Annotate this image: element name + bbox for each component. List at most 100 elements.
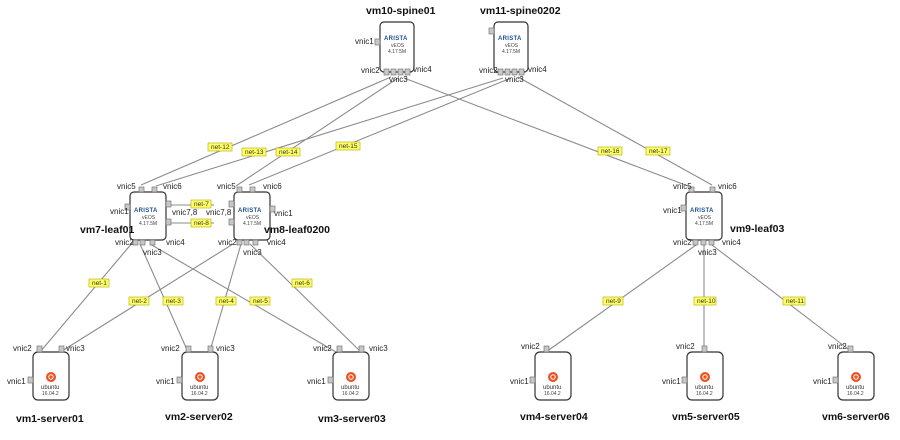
net-label-text: net-3 [166, 298, 181, 305]
nic-label: vnic3 [389, 75, 408, 84]
switch-spine01[interactable]: vm10-spine01 ARISTA vEOS 4.17.5M vnic1 v… [355, 5, 436, 84]
server-server03[interactable]: ubuntu 16.04.2 vnic1 vnic2 vnic3 vm3-ser… [307, 344, 388, 425]
server-server06[interactable]: ubuntu 16.04.2 vnic1 vnic2 vm6-server06 [813, 342, 890, 423]
net-label[interactable]: net-6 [291, 278, 313, 288]
net-label[interactable]: net-7 [190, 199, 212, 209]
device-name: vm8-leaf0200 [264, 224, 330, 236]
net-label[interactable]: net-17 [645, 146, 671, 156]
net-label[interactable]: net-2 [128, 296, 150, 306]
device-name: vm4-server04 [520, 411, 588, 423]
nic-label: vnic3 [369, 344, 388, 353]
version-label: 16.04.2 [847, 391, 864, 397]
version-label: 4.17.5M [388, 49, 406, 55]
ubuntu-label: ubuntu [695, 385, 713, 391]
net-label[interactable]: net-16 [597, 146, 623, 156]
nic-label: vnic2 [673, 238, 692, 247]
link-spine01-leaf03 [403, 77, 689, 187]
version-label: 16.04.2 [42, 391, 59, 397]
nic-label: vnic4 [528, 65, 547, 74]
arista-logo: ARISTA [384, 36, 408, 42]
server-server05[interactable]: ubuntu 16.04.2 vnic1 vnic2 vm5-server05 [662, 342, 740, 423]
net-label[interactable]: net-9 [602, 296, 624, 306]
net-label-text: net-14 [279, 149, 298, 156]
link-spine02-leaf03 [517, 76, 713, 186]
net-label[interactable]: net-4 [215, 296, 237, 306]
net-label[interactable]: net-14 [275, 147, 301, 157]
ubuntu-label: ubuntu [341, 385, 359, 391]
arista-logo: ARISTA [690, 208, 714, 214]
version-label: 16.04.2 [342, 391, 359, 397]
net-label[interactable]: net-1 [88, 278, 110, 288]
arista-logo: ARISTA [134, 208, 158, 214]
net-label-text: net-17 [649, 148, 668, 155]
nic-label: vnic7,8 [172, 208, 198, 217]
ubuntu-logo-icon [851, 372, 861, 382]
switch-spine02[interactable]: vm11-spine0202 ARISTA vEOS 4.17.5M vnic2… [479, 5, 561, 84]
nic-label: vnic1 [110, 207, 129, 216]
version-label: 16.04.2 [544, 391, 561, 397]
nic-label: vnic5 [117, 182, 136, 191]
net-label[interactable]: net-12 [207, 142, 233, 152]
device-name: vm3-server03 [318, 413, 386, 425]
ubuntu-logo-icon [195, 372, 205, 382]
arista-logo: ARISTA [498, 36, 522, 42]
nic-label: vnic1 [7, 377, 26, 386]
version-label: 4.17.5M [695, 221, 713, 227]
nic-label: vnic2 [521, 342, 540, 351]
ubuntu-logo-icon [548, 372, 558, 382]
ubuntu-logo-icon [46, 372, 56, 382]
nic-label: vnic2 [161, 344, 180, 353]
os-label: vEOS [698, 215, 712, 221]
nic-label: vnic2 [13, 344, 32, 353]
net-label-text: net-2 [132, 298, 147, 305]
link-leaf01-server01 [39, 241, 134, 353]
server-server02[interactable]: ubuntu 16.04.2 vnic1 vnic2 vnic3 vm2-ser… [156, 344, 235, 423]
nic-label: vnic4 [413, 65, 432, 74]
net-label[interactable]: net-11 [782, 296, 806, 306]
net-label[interactable]: net-13 [241, 147, 267, 157]
os-label: vEOS [391, 43, 405, 49]
net-label[interactable]: net-8 [190, 218, 212, 228]
os-label: vEOS [246, 215, 260, 221]
version-label: 4.17.5M [502, 49, 520, 55]
nic-label: vnic5 [217, 182, 236, 191]
nic-label: vnic5 [673, 182, 692, 191]
nic-label: vnic3 [143, 248, 162, 257]
nic-label: vnic1 [156, 377, 175, 386]
device-name: vm7-leaf01 [80, 224, 134, 236]
nic-label: vnic3 [698, 248, 717, 257]
device-name: vm2-server02 [165, 411, 233, 423]
nic-label: vnic1 [510, 377, 529, 386]
nic-label: vnic1 [355, 37, 374, 46]
net-label-text: net-16 [601, 148, 620, 155]
net-label[interactable]: net-5 [249, 296, 271, 306]
link-spine02-leaf01 [155, 77, 504, 187]
ubuntu-label: ubuntu [846, 385, 864, 391]
net-label[interactable]: net-10 [693, 296, 717, 306]
nic-label: vnic2 [828, 342, 847, 351]
nic-label: vnic4 [267, 238, 286, 247]
device-name: vm6-server06 [822, 411, 890, 423]
net-label[interactable]: net-15 [335, 141, 361, 151]
server-server04[interactable]: ubuntu 16.04.2 vnic1 vnic2 vm4-server04 [510, 342, 588, 423]
nic-label: vnic3 [505, 75, 524, 84]
net-label[interactable]: net-3 [162, 296, 184, 306]
link-leaf01-server03 [149, 243, 337, 353]
nic-label: vnic1 [307, 377, 326, 386]
net-label-text: net-6 [295, 280, 310, 287]
net-label-text: net-13 [245, 149, 264, 156]
switch-leaf01[interactable]: ARISTA vEOS 4.17.5M vm7-leaf01 vnic1 vni… [80, 182, 198, 257]
switch-leaf03[interactable]: ARISTA vEOS 4.17.5M vm9-leaf03 vnic1 vni… [663, 182, 784, 257]
server-server01[interactable]: ubuntu 16.04.2 vnic1 vnic2 vnic3 vm1-ser… [7, 344, 85, 425]
nic-label: vnic2 [479, 66, 498, 75]
ubuntu-label: ubuntu [190, 385, 208, 391]
nic-label: vnic7,8 [206, 208, 232, 217]
net-label-text: net-10 [697, 298, 716, 305]
switch-leaf02[interactable]: ARISTA vEOS 4.17.5M vm8-leaf0200 vnic1 v… [206, 182, 330, 257]
net-label-text: net-9 [606, 298, 621, 305]
link-spine01-leaf02 [235, 77, 399, 187]
net-label-text: net-7 [194, 201, 209, 208]
net-label-text: net-15 [339, 143, 358, 150]
nic-label: vnic1 [663, 206, 682, 215]
nic-label: vnic1 [274, 209, 293, 218]
